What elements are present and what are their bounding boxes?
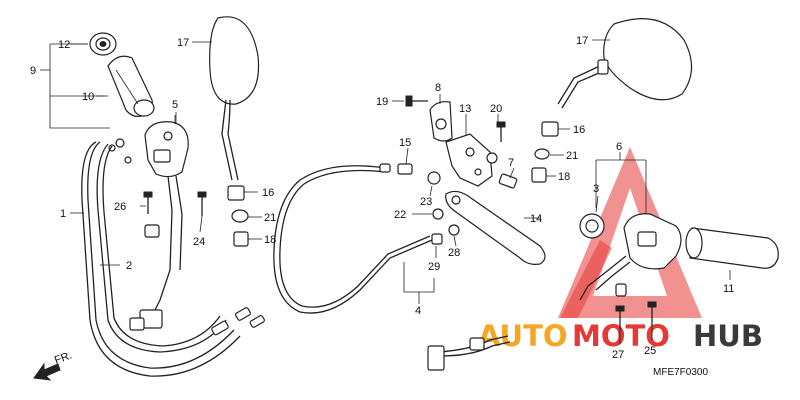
fitting-center: [486, 152, 498, 164]
throttle-grip-11: [685, 227, 779, 269]
throttle-cable-2: [96, 143, 227, 353]
screw-24: [197, 191, 207, 216]
front-arrow-icon: FR.: [33, 349, 74, 381]
callout-1: 1: [60, 208, 66, 220]
pivot-bolt-22: [432, 208, 444, 220]
mirror-nut-16-left: [227, 185, 245, 201]
callout-7: 7: [508, 157, 514, 169]
callout-25: 25: [644, 345, 656, 357]
callout-17-left: 17: [177, 37, 189, 49]
callout-16-right: 16: [573, 124, 585, 136]
adjuster-29: [431, 233, 443, 245]
callout-11: 11: [723, 283, 734, 295]
mirror-right-17: [557, 18, 693, 109]
callout-21-left: 21: [264, 212, 276, 224]
callout-13: 13: [459, 103, 471, 115]
watermark-triangle-icon: [558, 147, 702, 318]
screw-20: [496, 121, 506, 142]
washer-21-left: [231, 209, 249, 223]
bracket-6: [595, 152, 647, 222]
screw-25: [647, 301, 657, 326]
mirror-left-17: [209, 16, 260, 181]
callout-3: 3: [593, 183, 599, 195]
washer-21-right: [534, 148, 550, 160]
callout-28: 28: [448, 247, 460, 259]
bolt-19: [405, 95, 428, 107]
throttle-cable-1: [81, 141, 241, 377]
watermark-text-auto: AUTO: [478, 319, 568, 353]
callout-27: 27: [612, 349, 624, 361]
callout-10: 10: [82, 91, 94, 103]
cable-fittings-bottom: [211, 307, 265, 336]
direction-label: FR.: [53, 349, 74, 366]
switch-left-5: [144, 115, 189, 178]
cable-fittings-top: [108, 138, 132, 164]
callout-2: 2: [126, 260, 132, 272]
clutch-cable-4: [273, 163, 433, 314]
callout-15: 15: [399, 137, 411, 149]
mirror-nut-16-right: [541, 121, 559, 137]
watermark-text-hub: HUB: [693, 319, 763, 353]
callout-18-right: 18: [558, 171, 570, 183]
callout-5: 5: [172, 99, 178, 111]
screw-26: [143, 191, 153, 214]
callout-8: 8: [435, 82, 441, 94]
callout-18-left: 18: [264, 234, 276, 246]
callout-24: 24: [193, 236, 205, 248]
nut-28: [448, 224, 460, 236]
callout-6: 6: [616, 141, 622, 153]
screw-15: [397, 163, 413, 175]
callout-numbers: 9 12 10 5 17 1 2 26 24 16 21 18 19 8 13 …: [30, 35, 734, 361]
diagram-code: MFE7F0300: [653, 367, 708, 378]
lever-holder-13: [445, 133, 493, 187]
grip-left-10: [107, 55, 155, 117]
watermark: AUTO MOTO HUB: [478, 147, 763, 353]
bracket-4: [403, 262, 435, 304]
ring-3: [579, 213, 605, 239]
clutch-lever-14: [445, 190, 546, 265]
bolt-18-right: [531, 167, 547, 183]
callout-23: 23: [420, 196, 432, 208]
grip-end-12: [89, 32, 117, 56]
callout-12: 12: [58, 39, 70, 51]
callout-29: 29: [428, 261, 440, 273]
clamp-8: [429, 101, 453, 142]
switch-connector-right: [427, 335, 511, 371]
callout-14: 14: [530, 213, 542, 225]
watermark-text-moto: MOTO: [572, 319, 670, 353]
callout-20: 20: [490, 103, 502, 115]
callout-16-left: 16: [262, 187, 274, 199]
callout-17-right: 17: [576, 35, 588, 47]
bolt-18-left: [233, 231, 249, 247]
clutch-switch-7: [498, 173, 518, 189]
callout-4: 4: [415, 305, 421, 317]
screw-27: [615, 305, 625, 330]
callout-26: 26: [114, 201, 126, 213]
clip-23: [427, 171, 441, 185]
callout-21-right: 21: [566, 150, 578, 162]
wiring-left: [129, 175, 183, 331]
callout-22: 22: [394, 209, 406, 221]
switch-right-6: [579, 213, 682, 301]
callout-9: 9: [30, 65, 36, 77]
leader-lines: [70, 39, 731, 344]
callout-19: 19: [376, 96, 388, 108]
bracket-9: [40, 43, 110, 129]
